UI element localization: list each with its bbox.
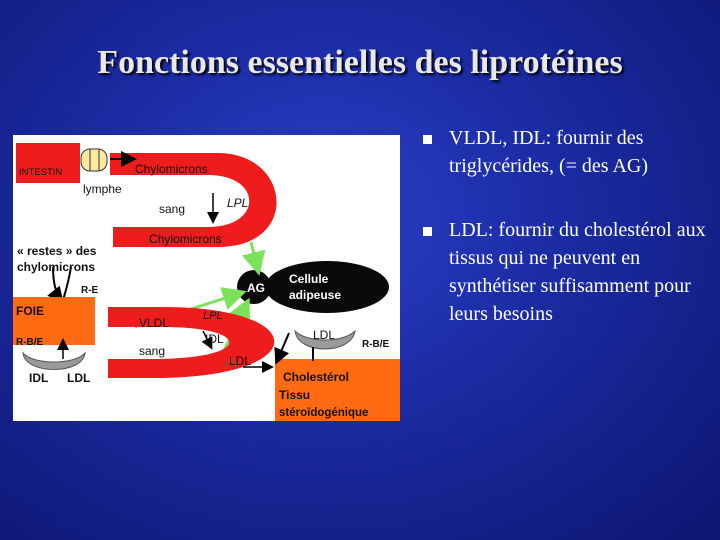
liver-receptor (22, 351, 86, 370)
cellule-adipeuse (265, 261, 389, 313)
cholesterol-box (275, 359, 400, 421)
label-idl-arc: IDL (205, 332, 224, 346)
bullet-text: LDL: fournir du cholestérol aux tissus q… (449, 219, 706, 325)
bullet-item: LDL: fournir du cholestérol aux tissus q… (421, 216, 711, 328)
square-bullet-icon (423, 227, 432, 236)
label-ldl-receptor: LDL (313, 328, 335, 342)
slide-title: Fonctions essentielles des liprotéines (97, 44, 623, 81)
label-sang-bottom: sang (139, 344, 165, 358)
square-bullet-icon (423, 135, 432, 144)
label-ldl-bottom: LDL (67, 371, 90, 385)
label-chylomicrons-mid: Chylomicrons (149, 232, 222, 246)
label-rbe-right: R-B/E (362, 339, 390, 350)
label-sang-top: sang (159, 202, 185, 216)
label-cholesterol: Cholestérol (283, 370, 349, 384)
label-cellule: Cellule (289, 272, 329, 286)
diagram-svg: INTESTIN Chylomicrons lymphe sang LPL Ch… (13, 143, 400, 421)
capsule-icon (80, 148, 108, 172)
label-ldl-arc: LDL (229, 354, 251, 368)
label-adipeuse: adipeuse (289, 288, 341, 302)
label-restes-2: chylomicrons (17, 260, 95, 274)
label-idl-bottom: IDL (29, 371, 48, 385)
bullet-item: VLDL, IDL: fournir des triglycérides, (=… (421, 124, 711, 180)
label-re: R-E (81, 285, 99, 296)
lipoprotein-diagram: INTESTIN Chylomicrons lymphe sang LPL Ch… (13, 135, 400, 421)
bullet-text: VLDL, IDL: fournir des triglycérides, (=… (449, 127, 649, 177)
label-chylomicrons-top: Chylomicrons (135, 162, 208, 176)
lower-circulation-arc (108, 307, 275, 378)
foie-box (13, 297, 95, 345)
label-foie: FOIE (16, 304, 44, 318)
tissue-receptor (294, 329, 356, 350)
bullet-list: VLDL, IDL: fournir des triglycérides, (=… (421, 124, 711, 328)
label-restes-1: « restes » des (17, 244, 97, 258)
upper-circulation-arc (110, 153, 277, 247)
label-tissu: Tissu (279, 388, 310, 402)
label-vldl: VLDL (139, 316, 169, 330)
label-steroidogenique: stéroïdogénique (279, 407, 368, 419)
label-ag: AG (247, 281, 265, 295)
intestine-box (16, 143, 80, 183)
label-lymphe: lymphe (83, 182, 122, 196)
label-lpl-top: LPL (227, 196, 248, 210)
label-lpl-bottom: LPL (203, 310, 223, 322)
label-intestin: INTESTIN (19, 167, 62, 178)
label-rbe-left: R-B/E (16, 337, 44, 348)
